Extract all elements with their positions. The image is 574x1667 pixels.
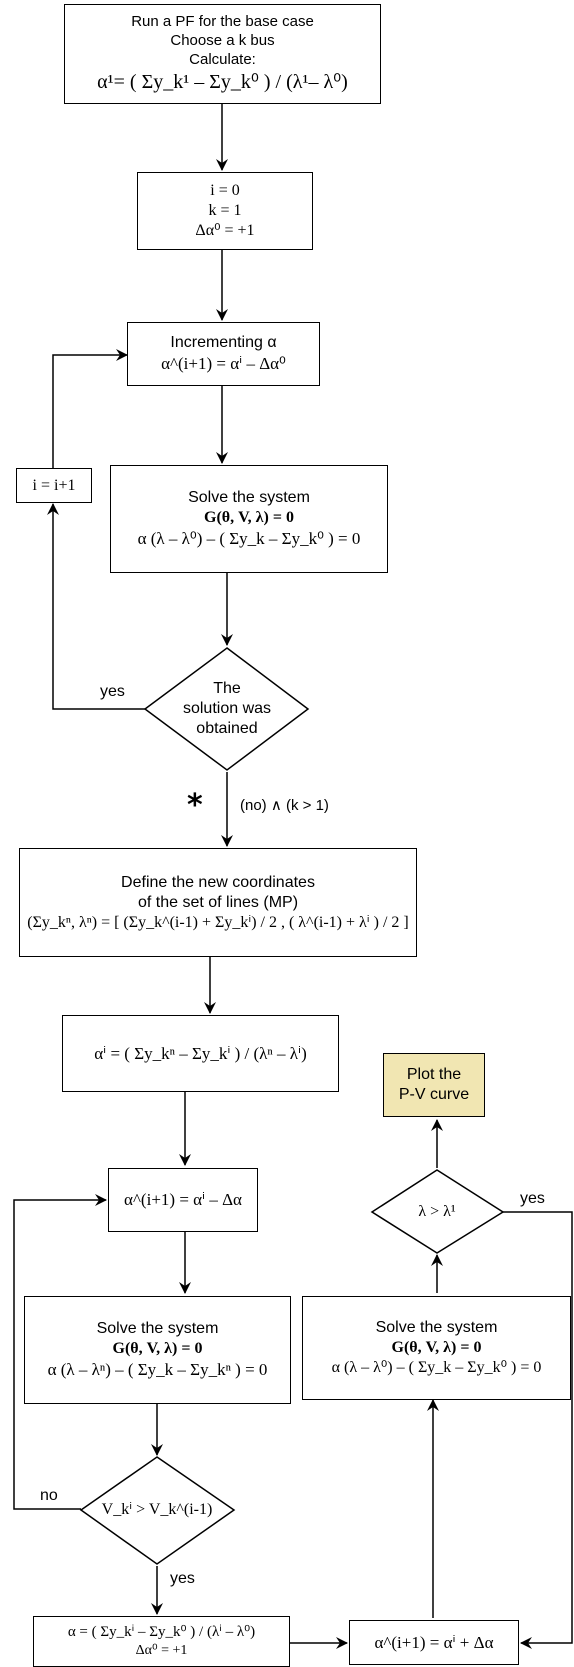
diamond-solution-line1: The (213, 680, 241, 697)
alpha-step-box: α^(i+1) = αⁱ – Δα (108, 1168, 258, 1232)
alpha-final-box: α = ( Σy_kⁱ – Σy_k⁰ ) / (λⁱ – λ⁰) Δα⁰ = … (33, 1616, 290, 1667)
alpha-final-delta: Δα⁰ = +1 (135, 1643, 188, 1659)
diamond-v-shape (79, 1456, 236, 1565)
yes-label-bottom: yes (170, 1570, 195, 1587)
solve3-equation2: α (λ – λ⁰) – ( Σy_k – Σy_k⁰ ) = 0 (331, 1359, 542, 1376)
yes-label-right: yes (520, 1190, 545, 1207)
arrow-no-to-step (13, 1194, 107, 1510)
solve2-equation1: G(θ, V, λ) = 0 (112, 1340, 203, 1358)
diamond-solution-line3: obtained (196, 720, 258, 737)
alpha-plus-formula: α^(i+1) = αⁱ + Δα (374, 1632, 494, 1652)
arrow-yes-to-i-inc (47, 503, 145, 710)
yes-label-left: yes (100, 683, 125, 700)
plot-line1: Plot the (406, 1066, 462, 1083)
solve1-equation1: G(θ, V, λ) = 0 (204, 509, 294, 527)
diamond-solution-line2: solution was (182, 700, 272, 717)
base-case-formula: α¹= ( Σy_k¹ – Σy_k⁰ ) / (λ¹– λ⁰) (97, 70, 348, 93)
base-case-line1: Run a PF for the base case (131, 13, 314, 31)
arrow-i-inc-to-increment (52, 349, 128, 468)
solve1-equation2: α (λ – λ⁰) – ( Σy_k – Σy_k⁰ ) = 0 (137, 529, 361, 549)
no-condition-label: (no) ∧ (k > 1) (240, 797, 329, 814)
increment-title: Incrementing α (170, 334, 277, 352)
solve2-title: Solve the system (96, 1320, 219, 1338)
base-case-line2: Choose a k bus (170, 32, 275, 50)
solve3-equation1: G(θ, V, λ) = 0 (391, 1339, 482, 1356)
solve2-equation2: α (λ – λⁿ) – ( Σy_k – Σy_kⁿ ) = 0 (47, 1360, 268, 1380)
init-box: i = 0 k = 1 Δα⁰ = +1 (137, 172, 313, 250)
diamond-v-label: V_kⁱ > V_k^(i-1) (101, 1501, 213, 1518)
solve-system-box-3: Solve the system G(θ, V, λ) = 0 α (λ – λ… (302, 1296, 571, 1400)
init-line3: Δα⁰ = +1 (195, 222, 255, 239)
init-line1: i = 0 (210, 182, 240, 199)
define-coordinates-box: Define the new coordinates of the set of… (19, 848, 417, 957)
define-formula: (Σy_kⁿ, λⁿ) = [ (Σy_k^(i-1) + Σy_kⁱ) / 2… (27, 913, 409, 931)
alpha-final-formula: α = ( Σy_kⁱ – Σy_k⁰ ) / (λⁱ – λ⁰) (67, 1624, 256, 1641)
alpha-i-formula: αⁱ = ( Σy_kⁿ – Σy_kⁱ ) / (λⁿ – λⁱ) (94, 1043, 307, 1063)
define-line2: of the set of lines (MP) (137, 893, 299, 911)
i-increment-label: i = i+1 (32, 476, 76, 494)
diamond-solution-text: The solution was obtained (160, 672, 294, 746)
plot-pv-curve-box: Plot the P-V curve (383, 1053, 485, 1117)
init-line2: k = 1 (208, 202, 242, 219)
diamond-v-text: V_kⁱ > V_k^(i-1) (100, 1494, 214, 1526)
diamond-solution-shape (143, 647, 310, 771)
diamond-lambda-label: λ > λ¹ (418, 1203, 456, 1220)
plot-line2: P-V curve (398, 1086, 470, 1103)
solve-system-box-1: Solve the system G(θ, V, λ) = 0 α (λ – λ… (110, 465, 388, 573)
alpha-plus-box: α^(i+1) = αⁱ + Δα (349, 1620, 519, 1665)
diamond-lambda-text: λ > λ¹ (390, 1196, 484, 1228)
diamond-lambda-shape (370, 1169, 505, 1254)
base-case-line3: Calculate: (189, 50, 256, 68)
arrow-lambda-yes-to-plus (503, 1211, 573, 1649)
alpha-step-formula: α^(i+1) = αⁱ – Δα (124, 1190, 242, 1210)
increment-formula: α^(i+1) = αⁱ – Δα⁰ (161, 354, 286, 374)
no-label-bottom: no (40, 1487, 58, 1504)
define-line1: Define the new coordinates (121, 873, 315, 891)
alpha-i-box: αⁱ = ( Σy_kⁿ – Σy_kⁱ ) / (λⁿ – λⁱ) (62, 1015, 339, 1092)
solve-system-box-2: Solve the system G(θ, V, λ) = 0 α (λ – λ… (24, 1296, 291, 1404)
base-case-box: Run a PF for the base case Choose a k bu… (64, 4, 381, 104)
asterisk-mark: * (187, 788, 203, 823)
solve3-title: Solve the system (375, 1319, 498, 1336)
i-increment-box: i = i+1 (16, 468, 92, 503)
increment-box: Incrementing α α^(i+1) = αⁱ – Δα⁰ (127, 322, 320, 386)
solve1-title: Solve the system (188, 489, 310, 507)
